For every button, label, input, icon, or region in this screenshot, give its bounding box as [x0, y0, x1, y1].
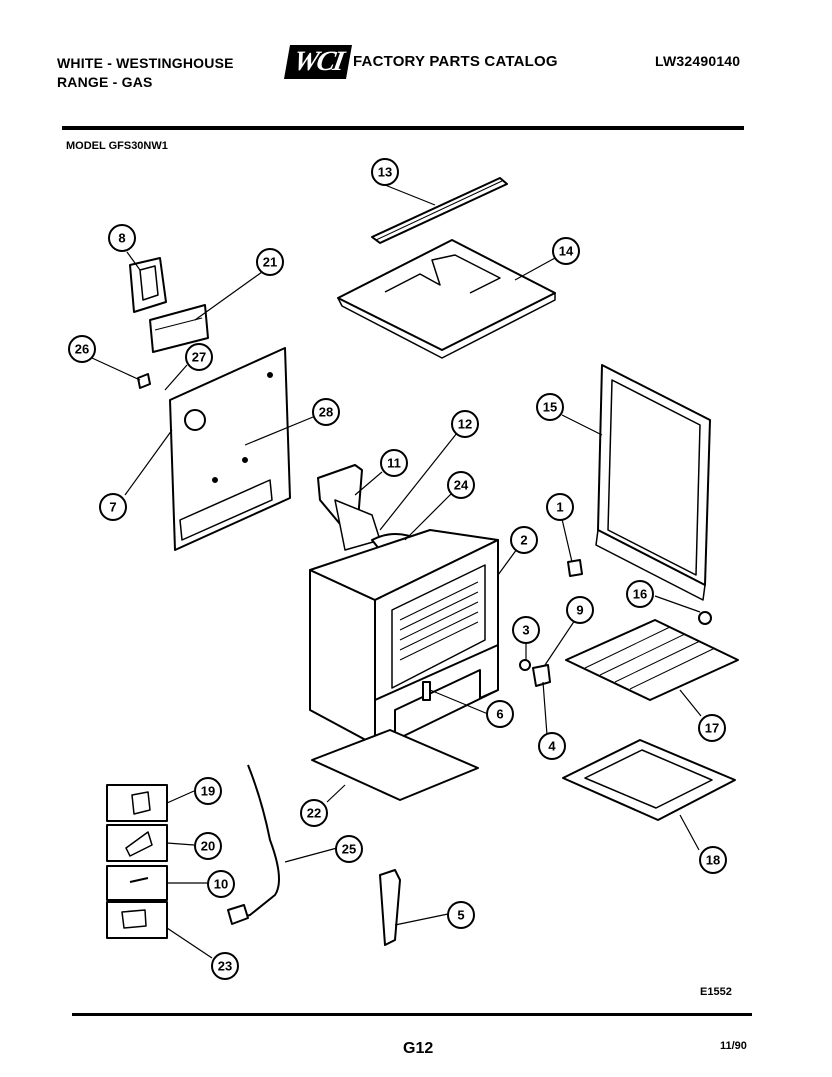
callout-16: [626, 580, 654, 608]
callout-label: 3: [522, 623, 529, 638]
callout-label: 15: [543, 400, 557, 415]
callout-25: [335, 835, 363, 863]
callout-3: [512, 616, 540, 644]
callout-8: [108, 224, 136, 252]
part-13-trim-strip: [371, 177, 508, 244]
callout-2: [510, 526, 538, 554]
callout-label: 1: [556, 500, 563, 515]
callout-label: 16: [633, 587, 647, 602]
callout-label: 8: [118, 231, 125, 246]
callout-label: 23: [218, 959, 232, 974]
callout-15: [536, 393, 564, 421]
callout-label: 7: [109, 500, 116, 515]
callout-18: [699, 846, 727, 874]
callout-1: [546, 493, 574, 521]
callout-13: [371, 158, 399, 186]
callout-28: [312, 398, 340, 426]
callout-label: 24: [454, 478, 469, 493]
callout-label: 27: [192, 350, 206, 365]
callout-10: [207, 870, 235, 898]
callout-label: 10: [214, 877, 228, 892]
part-2-oven-body: [309, 529, 499, 751]
part-5-igniter: [379, 869, 401, 946]
callout-label: 21: [263, 255, 277, 270]
part-10-box: [106, 865, 168, 901]
callout-5: [447, 901, 475, 929]
part-25-power-cord: [231, 764, 280, 921]
callout-label: 18: [706, 853, 720, 868]
part-6-leg: [422, 681, 431, 701]
callout-label: 26: [75, 342, 89, 357]
callout-label: 19: [201, 784, 215, 799]
part-14-top-panel: [337, 239, 556, 359]
callout-12: [451, 410, 479, 438]
callout-label: 9: [576, 603, 583, 618]
callout-22: [300, 799, 328, 827]
part-26-clip: [137, 373, 151, 389]
callout-9: [566, 596, 594, 624]
callout-14: [552, 237, 580, 265]
part-19-box: [106, 784, 168, 822]
callout-label: 11: [387, 456, 401, 471]
part-1-knob: [567, 559, 583, 577]
page-label: G12: [403, 1040, 434, 1057]
callout-label: 2: [520, 533, 527, 548]
callout-label: 14: [559, 244, 574, 259]
catalog-title: FACTORY PARTS CATALOG: [353, 53, 558, 70]
footer-rule: [72, 1013, 752, 1016]
callout-4: [538, 732, 566, 760]
callout-label: 20: [201, 839, 215, 854]
part-17-oven-rack: [565, 619, 739, 701]
brand-line-1: WHITE - WESTINGHOUSE: [57, 55, 234, 71]
part-16-pin: [698, 611, 712, 625]
brand-line-2: RANGE - GAS: [57, 74, 153, 90]
callout-27: [185, 343, 213, 371]
callout-label: 4: [548, 739, 556, 754]
callout-26: [68, 335, 96, 363]
callout-label: 6: [496, 707, 503, 722]
part-22-bottom-panel: [311, 729, 479, 801]
callout-label: 28: [319, 405, 333, 420]
callout-label: 12: [458, 417, 472, 432]
callout-circles: [68, 158, 727, 980]
callout-20: [194, 832, 222, 860]
part-20-box: [106, 824, 168, 862]
part-11-vent-bracket: [317, 464, 381, 551]
part-18-broiler-pan: [562, 739, 736, 821]
drawing-code: E1552: [700, 986, 732, 998]
callout-19: [194, 777, 222, 805]
part-3-washer: [519, 659, 531, 671]
callout-label: 5: [457, 908, 464, 923]
part-21-plate: [149, 304, 209, 353]
model-label: MODEL GFS30NW1: [66, 140, 168, 152]
catalog-number: LW32490140: [655, 53, 741, 69]
callout-label: 17: [705, 721, 719, 736]
callout-7: [99, 493, 127, 521]
callout-label: 22: [307, 806, 321, 821]
part-7-back-panel: [169, 347, 291, 551]
date-label: 11/90: [720, 1040, 747, 1052]
callout-17: [698, 714, 726, 742]
part-9-valve: [532, 664, 551, 687]
callout-24: [447, 471, 475, 499]
callout-6: [486, 700, 514, 728]
callout-23: [211, 952, 239, 980]
callout-label: 25: [342, 842, 356, 857]
part-8-bracket: [129, 257, 167, 313]
callout-11: [380, 449, 408, 477]
part-23-box: [106, 901, 168, 939]
part-15-door-frame: [595, 364, 711, 601]
header-rule: [62, 126, 744, 130]
callout-label: 13: [378, 165, 392, 180]
callout-21: [256, 248, 284, 276]
